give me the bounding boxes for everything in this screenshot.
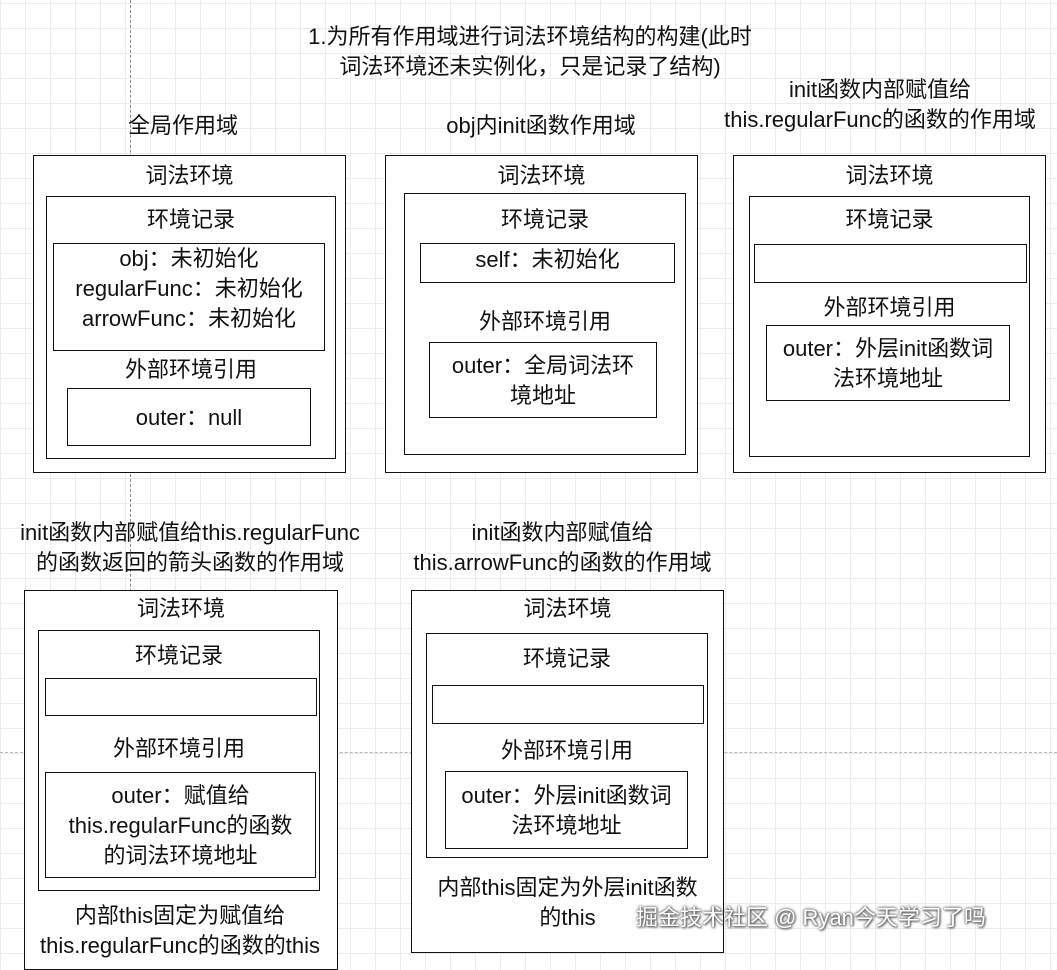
global-outer-label: 外部环境引用: [124, 357, 257, 382]
global-record-label: 环境记录: [146, 207, 235, 232]
arrow-in-regular-outer-content: outer：赋值给 this.regularFunc的函数 的词法环境地址: [68, 783, 293, 868]
obj-init-outer-box: outer：全局词法环 境地址: [429, 342, 657, 418]
watermark: 掘金技术社区 @ Ryan今天学习了吗: [636, 905, 986, 930]
obj-init-record-label: 环境记录: [500, 207, 589, 232]
regular-func-scope-title: init函数内部赋值给 this.regularFunc的函数的作用域: [724, 77, 1036, 132]
obj-init-lexenv-label: 词法环境: [497, 163, 586, 188]
arrow-in-regular-outer-box: outer：赋值给 this.regularFunc的函数 的词法环境地址: [45, 772, 316, 878]
arrow-func-this-note: 内部this固定为外层init函数 的this: [437, 875, 698, 930]
global-record-content: obj：未初始化 regularFunc：未初始化 arrowFunc：未初始化: [75, 246, 303, 331]
arrow-in-regular-record-content-box: [45, 678, 317, 716]
arrow-in-regular-this-note: 内部this固定为赋值给 this.regularFunc的函数的this: [40, 903, 320, 958]
arrow-func-record-content-box: [432, 685, 704, 724]
arrow-in-regular-lexenv-label: 词法环境: [136, 596, 225, 621]
regular-func-outer-box: outer：外层init函数词 法环境地址: [766, 325, 1010, 401]
global-record-content-box: obj：未初始化 regularFunc：未初始化 arrowFunc：未初始化: [53, 243, 325, 351]
regular-func-outer-content: outer：外层init函数词 法环境地址: [782, 336, 994, 391]
regular-func-record-label: 环境记录: [845, 207, 934, 232]
vertical-guide-line: [130, 0, 131, 961]
arrow-in-regular-outer-label: 外部环境引用: [112, 736, 245, 761]
diagram-heading: 1.为所有作用域进行词法环境结构的构建(此时 词法环境还未实例化，只是记录了结构…: [308, 24, 752, 79]
arrow-func-outer-label: 外部环境引用: [500, 738, 633, 763]
obj-init-outer-label: 外部环境引用: [478, 309, 611, 334]
regular-func-lexenv-label: 词法环境: [845, 163, 934, 188]
arrow-func-outer-content: outer：外层init函数词 法环境地址: [461, 783, 672, 838]
obj-init-record-content-box: self：未初始化: [420, 243, 675, 283]
regular-func-record-content-box: [754, 244, 1027, 283]
obj-init-outer-content: outer：全局词法环 境地址: [451, 353, 635, 408]
global-outer-box: outer：null: [67, 388, 311, 446]
arrow-in-regular-scope-title: init函数内部赋值给this.regularFunc 的函数返回的箭头函数的作…: [20, 520, 360, 575]
regular-func-outer-label: 外部环境引用: [823, 295, 956, 320]
arrow-func-record-label: 环境记录: [522, 646, 611, 671]
arrow-func-scope-title: init函数内部赋值给 this.arrowFunc的函数的作用域: [413, 520, 712, 575]
obj-init-scope-title: obj内init函数作用域: [446, 113, 636, 138]
global-outer-content: outer：null: [135, 405, 243, 430]
global-lexenv-label: 词法环境: [145, 163, 234, 188]
global-scope-title: 全局作用域: [127, 113, 238, 138]
arrow-func-outer-box: outer：外层init函数词 法环境地址: [445, 771, 688, 849]
obj-init-record-content: self：未初始化: [475, 247, 620, 272]
arrow-func-lexenv-label: 词法环境: [523, 596, 612, 621]
arrow-in-regular-record-label: 环境记录: [134, 643, 223, 668]
